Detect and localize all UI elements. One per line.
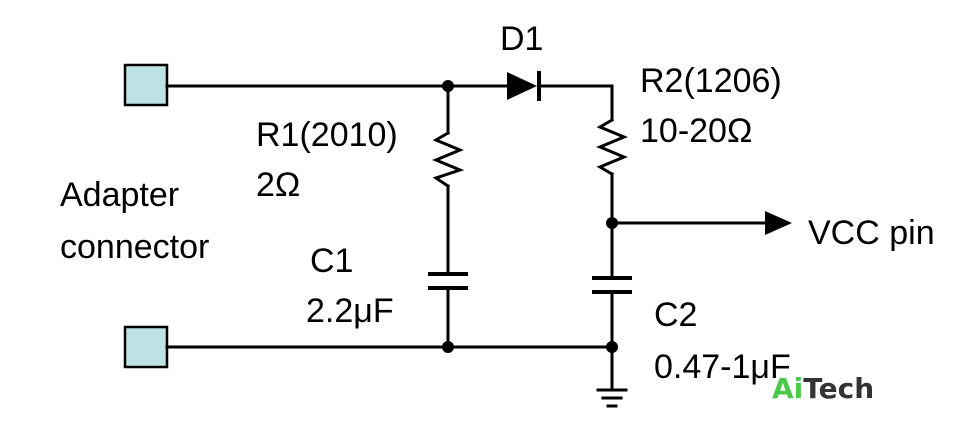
label-r1-value: 2Ω [256,166,300,204]
label-r2-name: R2(1206) [640,62,782,100]
label-d1: D1 [500,20,543,58]
resistor-r2-symbol [596,117,628,177]
watermark-part-tech: Tech [803,372,874,405]
label-adapter-line1: Adapter [60,176,179,214]
label-c1-value: 2.2μF [306,292,394,330]
junction-node-bottom-right [606,341,618,353]
ground-icon [596,388,628,408]
label-vcc-pin: VCC pin [808,214,935,252]
label-c2-name: C2 [654,296,697,334]
top-connector-pad [123,63,169,107]
junction-node-vcc [606,217,618,229]
bottom-connector-pad [123,325,169,369]
diode-d1-symbol [507,72,537,100]
label-adapter-line2: connector [60,228,209,266]
resistor-r1-symbol [432,130,465,189]
label-c1-name: C1 [310,242,353,280]
junction-node-bottom-left [442,341,454,353]
watermark-logo: AiTech [772,372,874,405]
label-r2-value: 10-20Ω [640,112,752,150]
vcc-arrow-icon [765,211,792,235]
watermark-part-ai: Ai [772,372,803,405]
label-r1-name: R1(2010) [256,116,398,154]
label-c2-value: 0.47-1μF [654,348,791,386]
junction-node-top [442,80,454,92]
